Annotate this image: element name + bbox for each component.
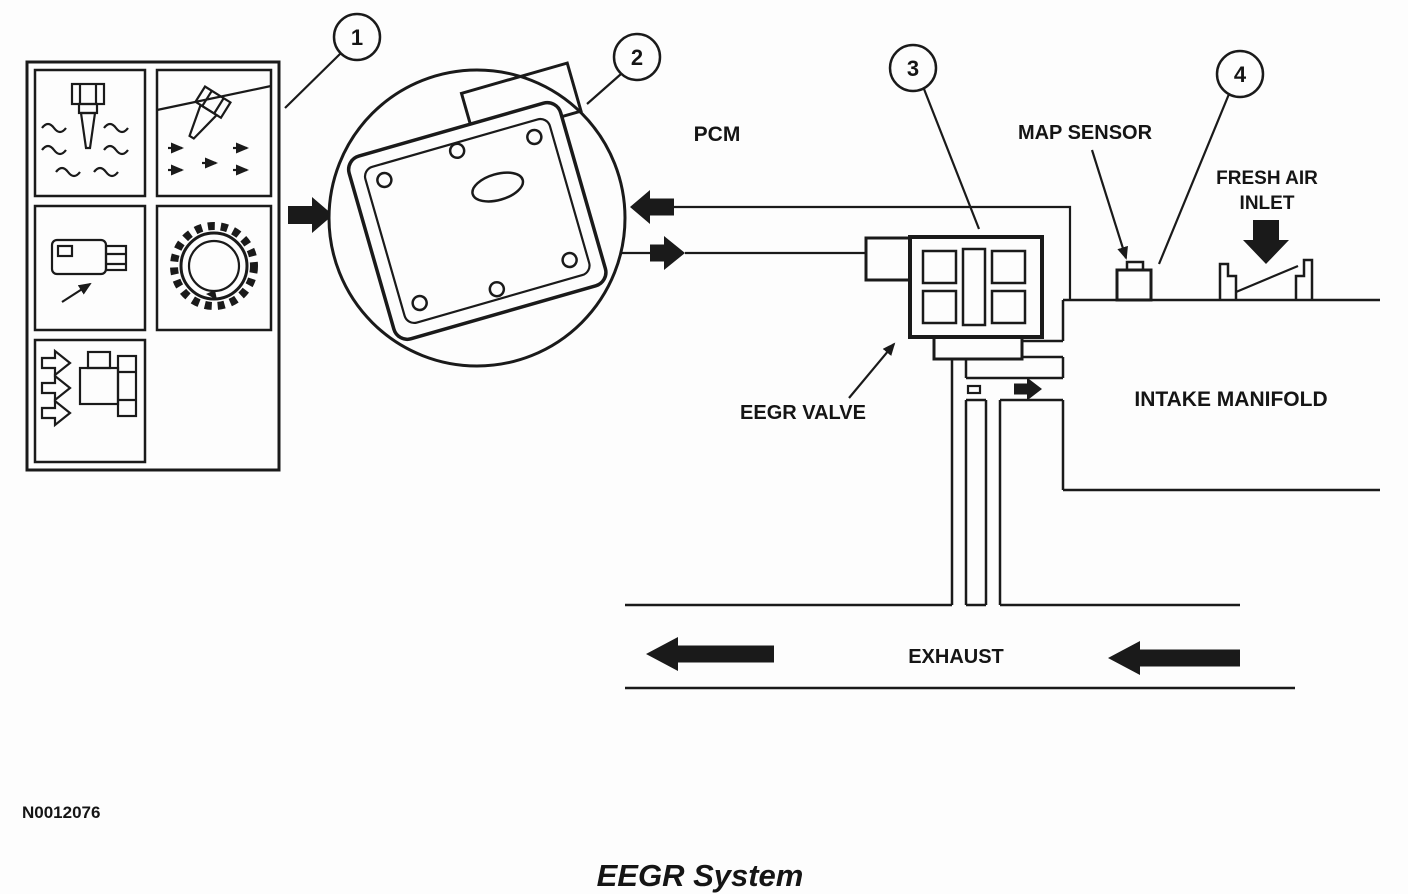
map-sensor-body (1115, 268, 1153, 302)
exhaust-label: EXHAUST (908, 646, 1004, 668)
intake-manifold-label: INTAKE MANIFOLD (1134, 388, 1327, 411)
intake-manifold: INTAKE MANIFOLD (1061, 298, 1380, 492)
control-arrow-from-pcm (650, 236, 685, 270)
mounting-hole (448, 142, 466, 160)
inlet-port (1294, 258, 1314, 300)
fresh-air-inlet: FRESH AIR INLET (1216, 168, 1318, 300)
callout-1: 1 (284, 12, 382, 109)
map-sensor: MAP SENSOR (1018, 122, 1153, 302)
fresh-air-arrow (1243, 220, 1289, 264)
rotation-arrow (206, 290, 217, 300)
callout-3-circle (888, 43, 938, 93)
valve-stem (961, 247, 987, 327)
exhaust-duct: EXHAUST (625, 603, 1295, 690)
inlet-port (1218, 262, 1238, 300)
callout-3-number: 3 (907, 56, 919, 81)
fresh-air-label-line2: INLET (1240, 193, 1295, 214)
eegr-valve-label: EEGR VALVE (740, 402, 866, 424)
map-sensor-label: MAP SENSOR (1018, 122, 1153, 144)
fresh-air-label-line1: FRESH AIR (1216, 168, 1318, 189)
eegr-label-pointer (848, 342, 896, 399)
flow-arrow-outline (40, 348, 72, 378)
flow-arrow-outline (40, 373, 72, 403)
mounting-hole (411, 294, 428, 312)
callout-4: 4 (1157, 49, 1265, 265)
exhaust-flow-arrow-left (646, 637, 774, 671)
diagram-title: EEGR System (597, 858, 804, 893)
callout-2-circle (612, 32, 662, 82)
trigger-wheel-icon (155, 204, 273, 332)
mounting-hole (376, 171, 393, 189)
valve-base (932, 335, 1024, 361)
throttle-plate (1235, 264, 1299, 294)
pcm-module: PCM (288, 61, 741, 368)
sensor-grid-frame (25, 60, 281, 472)
part-number: N0012076 (22, 803, 100, 822)
input-arrow (288, 197, 333, 233)
sensor-input-grid (25, 60, 281, 472)
mounting-hole (488, 280, 506, 298)
maf-sensor-icon (33, 338, 147, 464)
pcm-port (471, 171, 525, 203)
flow-arrow-outline (40, 398, 72, 428)
egr-flow-arrow (1014, 377, 1042, 401)
map-label-pointer (1090, 149, 1128, 260)
pintle-detail (966, 384, 982, 395)
callout-3: 3 (888, 43, 981, 230)
exhaust-flow-arrow-right (1108, 641, 1240, 675)
callout-2: 2 (586, 32, 662, 105)
callout-1-number: 1 (351, 25, 363, 50)
motion-arrow (61, 282, 92, 303)
callout-4-circle (1215, 49, 1265, 99)
map-sensor-wire (674, 205, 1072, 300)
valve-connector (864, 236, 912, 282)
callout-1-circle (332, 12, 382, 62)
mounting-hole (526, 128, 543, 146)
pcm-label: PCM (694, 123, 741, 146)
callout-4-number: 4 (1234, 62, 1247, 87)
air-temp-sensor-icon (155, 68, 273, 198)
position-sensor-icon (33, 204, 147, 332)
mounting-hole (561, 251, 578, 269)
pcm-board (346, 61, 608, 342)
coolant-temp-sensor-icon (33, 68, 147, 198)
eegr-valve: EEGR VALVE (740, 235, 1063, 605)
signal-arrow-to-pcm (630, 190, 674, 224)
callout-2-number: 2 (631, 45, 643, 70)
pcm-wiring (622, 190, 1072, 300)
